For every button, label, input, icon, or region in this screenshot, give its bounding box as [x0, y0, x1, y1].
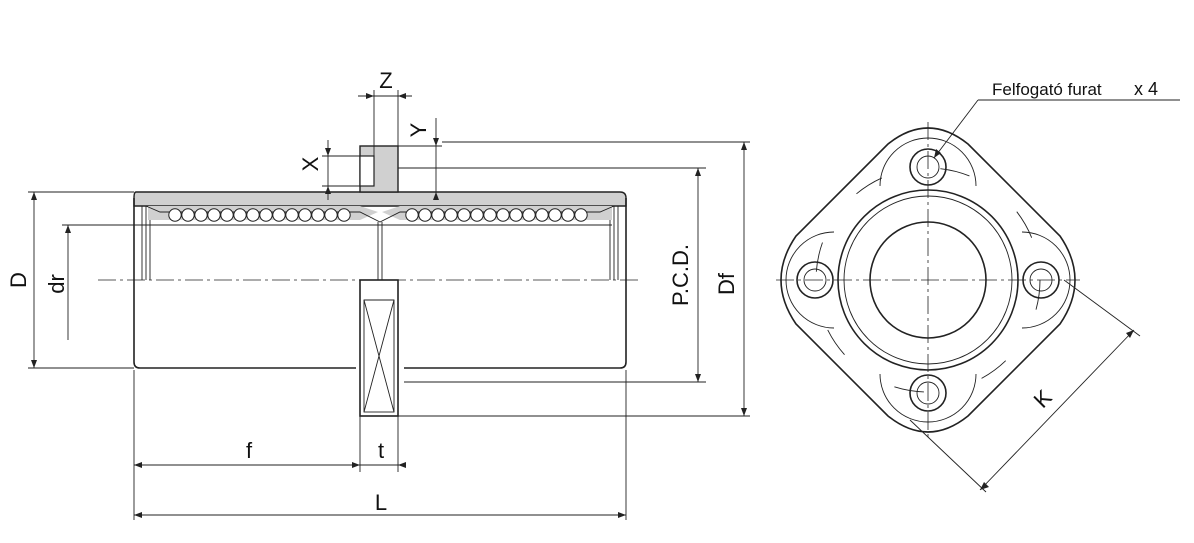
label-t: t [378, 438, 384, 463]
label-X: X [298, 156, 323, 171]
label-f: f [246, 438, 253, 463]
k-ext-1 [1063, 279, 1141, 337]
label-hole-count: x 4 [1134, 79, 1158, 99]
label-L: L [375, 490, 387, 515]
label-K: K [1029, 384, 1057, 412]
labels: D dr Z Y X P.C.D. Df f t L K Felfogató f… [6, 68, 1158, 515]
end-seal-right [609, 206, 619, 280]
k-dim-line [979, 329, 1135, 491]
bolt-hole-section [359, 155, 375, 187]
retainer-line [145, 205, 615, 223]
flange-cross [363, 299, 395, 413]
side-view [28, 90, 750, 520]
body-outline [133, 198, 627, 369]
label-D: D [6, 272, 31, 288]
label-Df: Df [714, 272, 739, 295]
center-divider [377, 222, 383, 280]
front-view [776, 99, 1180, 493]
label-Z: Z [379, 68, 392, 93]
ball-row [168, 208, 588, 222]
leader-line [933, 99, 979, 159]
label-Y: Y [406, 122, 431, 137]
outer-shell-section [133, 191, 627, 207]
label-dr: dr [44, 274, 69, 294]
k-ext-2 [909, 419, 987, 493]
label-mounting-hole: Felfogató furat [992, 80, 1102, 99]
end-seal-left [141, 206, 151, 280]
flange-lower [359, 279, 399, 417]
label-PCD: P.C.D. [668, 244, 693, 306]
